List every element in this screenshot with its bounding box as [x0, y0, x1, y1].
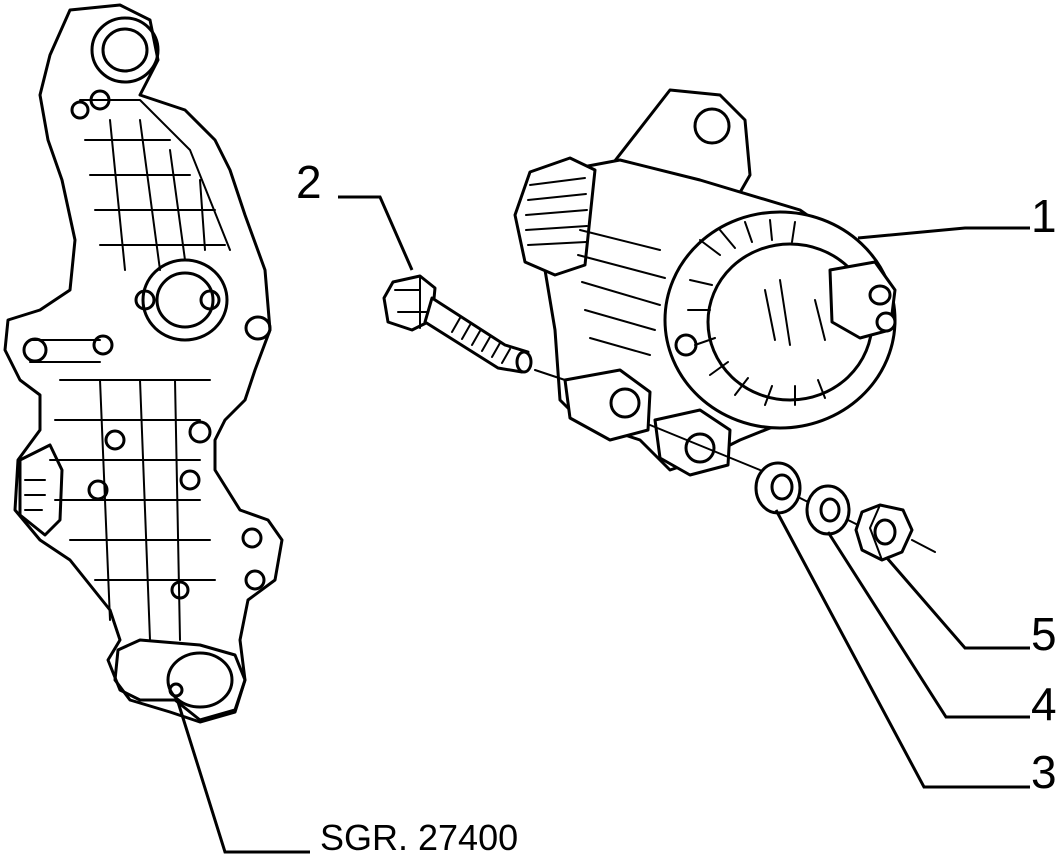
- bolt: [382, 274, 533, 374]
- leader-line-4: [826, 531, 1030, 719]
- leader-line-3: [774, 509, 1030, 789]
- callout-5: 5: [1031, 608, 1057, 660]
- callout-3: 3: [1031, 746, 1057, 798]
- spring-washer: [805, 484, 851, 536]
- leader-line-5: [885, 557, 1030, 650]
- assembly-axis-line: [534, 369, 936, 553]
- alternator: [513, 88, 897, 477]
- callout-1: 1: [1031, 190, 1057, 242]
- leader-line-ref: [176, 701, 310, 854]
- leader-line-2: [338, 195, 414, 271]
- flat-washer: [754, 461, 802, 515]
- callout-2: 2: [296, 156, 322, 208]
- reference-label: SGR. 27400: [320, 817, 518, 855]
- hex-nut: [854, 503, 914, 562]
- leader-line-1: [857, 226, 1030, 240]
- alternator-bracket: [3, 3, 284, 724]
- callout-4: 4: [1031, 678, 1057, 730]
